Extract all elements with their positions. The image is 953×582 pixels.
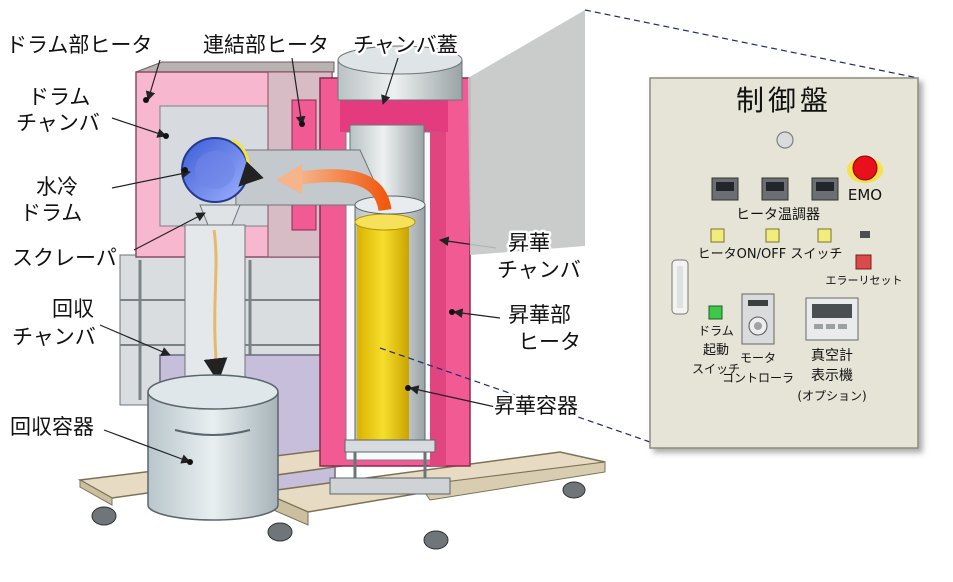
drum-start-label-1: ドラム xyxy=(698,324,734,338)
vacuum-gauge-display xyxy=(805,297,859,341)
gauge-label-3: (オプション) xyxy=(797,389,866,403)
panel-title: 制御盤 xyxy=(736,84,832,117)
drum-start-label-3: スイッチ xyxy=(692,362,740,376)
label-sublimation-vessel: 昇華容器 xyxy=(494,394,578,418)
label-connection-heater: 連結部ヒータ xyxy=(203,33,329,57)
drum-start-button[interactable] xyxy=(708,305,723,320)
motor-ctrl-label-1: モータ xyxy=(740,351,776,365)
label-drum-chamber-1: ドラム xyxy=(28,85,90,109)
label-recovery-chamber-1: 回収 xyxy=(52,297,94,321)
sublimation-vessel-shape xyxy=(329,195,451,495)
label-sublimation-chamber-2: チャンバ xyxy=(497,258,581,282)
gauge-label-2: 表示機 xyxy=(811,368,853,384)
label-cooled-drum-1: 水冷 xyxy=(36,175,78,199)
callout-dash-top xyxy=(584,9,919,79)
label-sublimation-heater-2: ヒータ xyxy=(518,330,581,354)
cooled-drum xyxy=(181,137,264,203)
label-sublimation-chamber-1: 昇華 xyxy=(508,231,550,255)
small-indicator xyxy=(860,231,870,238)
recovery-vessel-shape xyxy=(147,374,279,521)
heater-switches[interactable] xyxy=(710,228,832,243)
drum-start-label-2: 起動 xyxy=(703,343,729,358)
emo-button[interactable] xyxy=(847,155,883,183)
label-cooled-drum-2: ドラム xyxy=(20,201,82,225)
gauge-label-1: 真空計 xyxy=(811,348,853,364)
callout-projection xyxy=(468,10,585,255)
label-drum-chamber-2: チャンバ xyxy=(16,111,100,135)
casters xyxy=(91,481,586,550)
vapor-flow-arrowhead xyxy=(276,164,302,194)
label-scraper: スクレーパ xyxy=(12,246,117,270)
anchor-dots xyxy=(143,97,455,465)
error-reset-label: エラーリセット xyxy=(826,274,903,287)
motor-controller[interactable] xyxy=(741,293,775,345)
label-recovery-chamber-2: チャンバ xyxy=(12,325,96,349)
vapor-flow-arrow xyxy=(299,169,392,212)
error-reset-button[interactable] xyxy=(855,254,872,270)
pilot-lamp xyxy=(776,131,794,149)
label-recovery-vessel: 回収容器 xyxy=(10,415,94,439)
callout-dash-bottom xyxy=(379,347,651,443)
label-sublimation-heater-1: 昇華部 xyxy=(508,303,571,327)
heater-switch-label: ヒータON/OFF スイッチ xyxy=(698,247,843,262)
leader-lines xyxy=(99,57,501,464)
heater-temp-controllers xyxy=(711,177,839,201)
chamber-lid xyxy=(337,45,463,101)
heater-controller-label: ヒータ温調器 xyxy=(736,207,820,223)
fall-path xyxy=(203,229,228,383)
emo-label: EMO xyxy=(848,186,882,204)
motor-ctrl-label-2: コントローラ xyxy=(722,371,794,385)
sight-gauge-window xyxy=(677,266,683,308)
label-chamber-lid: チャンバ蓋 xyxy=(353,33,458,57)
label-drum-heater: ドラム部ヒータ xyxy=(6,33,152,57)
